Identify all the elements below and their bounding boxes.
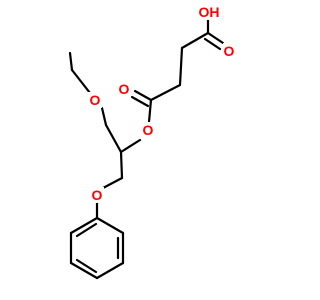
atom-ether-o-top: O: [88, 92, 102, 108]
atom-oh: OH: [198, 4, 220, 20]
bond-ring-inner-b: [75, 258, 98, 274]
bonds: [68, 16, 225, 280]
ether-o-phenoxy-label: O: [92, 187, 103, 203]
bond-ring-4: [69, 261, 99, 280]
bond-ch2-o-phenoxy: [101, 176, 124, 190]
bond-ch2-ch: [104, 123, 123, 154]
bond-ring-3: [95, 261, 125, 280]
acid-carbonyl-o-label: O: [224, 43, 235, 59]
atom-ester-carbonyl-o: O: [117, 81, 131, 97]
bond-ring-6: [69, 216, 99, 235]
bond-ester-carbonyl-double-2: [130, 95, 150, 108]
molecule-structure: OH O O O O O: [68, 4, 235, 280]
bond-ring-inner-c: [75, 222, 98, 238]
bond-ch2-o-top: [100, 106, 108, 127]
bond-ch-ch2-lower: [119, 150, 124, 180]
atom-ester-o: O: [141, 122, 155, 138]
bond-ch-ester-o: [119, 138, 142, 154]
atom-labels: OH O O O O O: [88, 4, 235, 203]
bond-ch2a-ch2b: [178, 46, 184, 87]
ester-o-label: O: [143, 122, 154, 138]
bond-acid-c-o-double-1: [206, 31, 225, 45]
atom-acid-carbonyl-o: O: [223, 43, 235, 59]
bond-ester-o-carbonyl: [147, 98, 153, 124]
bond-ester-carbonyl-double-1: [133, 89, 153, 102]
bond-acid-c-o-double-2: [203, 37, 222, 51]
bond-ring-1: [95, 216, 125, 235]
ester-carbonyl-o-label: O: [119, 81, 130, 97]
bond-carbonyl-ch2a: [149, 83, 182, 102]
bond-ethyl-ch2: [70, 68, 92, 95]
atom-ether-o-phenoxy: O: [90, 187, 104, 203]
bond-ethyl-ch3: [68, 51, 74, 72]
bond-ch2b-acid-c: [180, 31, 210, 50]
oh-label: OH: [199, 4, 220, 20]
ether-o-top-label: O: [90, 92, 101, 108]
